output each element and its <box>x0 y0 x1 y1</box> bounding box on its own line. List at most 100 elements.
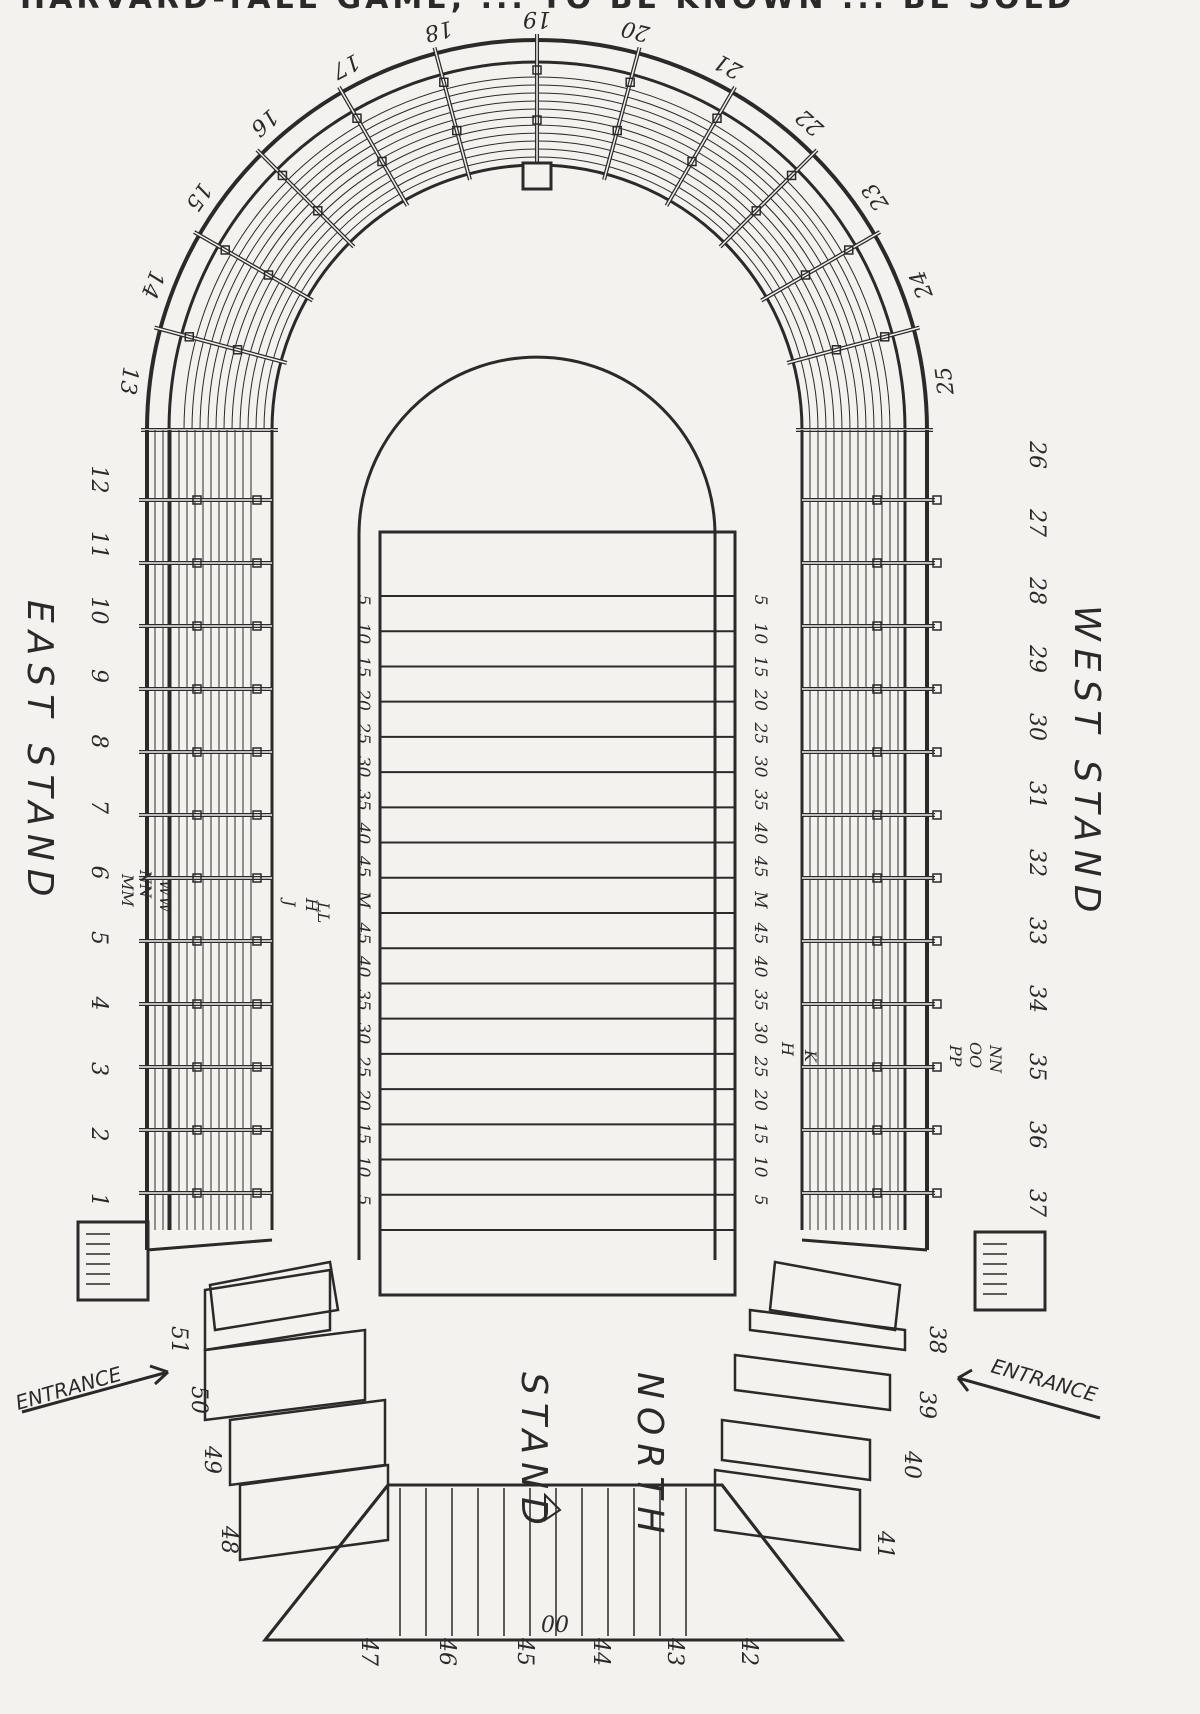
section-number: 49 <box>199 1445 224 1474</box>
row-letter: NN <box>986 1044 1005 1074</box>
yard-label: 15 <box>750 656 770 678</box>
section-number: 1 <box>86 1193 111 1207</box>
row-letter: LL <box>314 901 333 923</box>
section-number: 7 <box>86 800 111 814</box>
section-number: 8 <box>86 735 111 749</box>
section-number: 48 <box>216 1525 241 1554</box>
row-letter: WW <box>156 880 175 914</box>
yard-label: 25 <box>750 1055 770 1078</box>
west-stand-label: WEST STAND <box>1066 605 1107 920</box>
yard-label: 20 <box>353 1088 373 1111</box>
section-number: 50 <box>186 1386 211 1414</box>
section-number: 9 <box>86 669 111 683</box>
section-number: 27 <box>1024 508 1049 537</box>
yard-label: 30 <box>353 1023 373 1045</box>
section-number: 44 <box>588 1637 613 1666</box>
section-number: 37 <box>1024 1189 1049 1217</box>
yard-label: 15 <box>353 656 373 678</box>
yard-label: 40 <box>353 822 373 845</box>
yard-line-labels: 51015202530354045M4540353025201510551015… <box>353 595 770 1206</box>
yard-label: 5 <box>353 595 373 606</box>
north-stand-label: NORTH <box>629 1372 670 1541</box>
yard-label: 35 <box>353 789 373 811</box>
yard-label: 10 <box>353 1156 373 1178</box>
section-number: 5 <box>86 931 111 945</box>
yard-label: 5 <box>750 1195 770 1206</box>
section-number: 31 <box>1024 781 1049 809</box>
east-row-letters: WW NN MM LL H J <box>118 869 333 923</box>
yard-label: 35 <box>750 789 770 811</box>
header-fragment: HARVARD-YALE GAME, ... TO BE KNOWN ... B… <box>20 0 1076 16</box>
yard-label: 25 <box>353 722 373 745</box>
yard-label: 35 <box>750 989 770 1011</box>
section-number: 3 <box>86 1062 111 1076</box>
yard-label: 30 <box>750 1023 770 1045</box>
section-number: 2 <box>86 1127 111 1142</box>
yard-label: 45 <box>750 855 770 878</box>
section-number: 34 <box>1024 985 1049 1013</box>
yard-label: 15 <box>750 1123 770 1145</box>
section-number: 33 <box>1024 917 1049 945</box>
section-number: 25 <box>931 365 959 397</box>
yard-label: M <box>353 890 373 909</box>
yard-label: 25 <box>353 1055 373 1078</box>
yard-label: 15 <box>353 1123 373 1145</box>
section-number: 40 <box>899 1450 924 1479</box>
east-stand-label: EAST STAND <box>19 600 60 904</box>
yard-label: 10 <box>353 623 373 645</box>
section-number: 19 <box>523 6 551 31</box>
section-number: 29 <box>1024 644 1049 673</box>
yard-label: 20 <box>353 688 373 711</box>
yard-label: 35 <box>353 989 373 1011</box>
row-letter: K <box>801 1049 820 1063</box>
section-number: 46 <box>434 1637 459 1666</box>
yard-label: 45 <box>750 922 770 945</box>
yard-label: 10 <box>750 623 770 645</box>
section-number: 10 <box>86 597 111 625</box>
row-letter: NN <box>136 869 155 899</box>
center-marker: 00 <box>541 1613 569 1638</box>
yard-label: 10 <box>750 1156 770 1178</box>
row-letter: MM <box>118 873 137 907</box>
section-number: 28 <box>1024 576 1049 605</box>
yard-label: 5 <box>353 1195 373 1206</box>
section-number: 6 <box>86 866 111 880</box>
stand-structure <box>76 34 1047 1312</box>
yard-label: 40 <box>353 955 373 978</box>
entrance-right-arrow-icon <box>956 1368 1101 1420</box>
section-number: 38 <box>924 1326 949 1354</box>
section-number: 26 <box>1024 440 1049 469</box>
section-number: 41 <box>872 1530 897 1559</box>
yard-label: M <box>750 890 770 909</box>
north-stand-label-2: STAND <box>513 1372 554 1533</box>
west-row-letters: NN OO PP H K <box>778 1041 1005 1074</box>
section-number: 45 <box>512 1637 537 1666</box>
yard-label: 45 <box>353 922 373 945</box>
section-number: 47 <box>356 1637 381 1666</box>
entrance-left-arrow-icon <box>21 1364 170 1414</box>
section-number: 42 <box>736 1637 761 1666</box>
row-letter: H <box>778 1041 797 1057</box>
yard-label: 25 <box>750 722 770 745</box>
section-number: 51 <box>166 1326 191 1354</box>
yard-label: 45 <box>353 855 373 878</box>
yard-label: 20 <box>750 1088 770 1111</box>
section-number: 43 <box>662 1637 687 1666</box>
section-number: 30 <box>1024 713 1049 741</box>
yard-label: 20 <box>750 688 770 711</box>
yard-label: 5 <box>750 595 770 606</box>
section-number: 13 <box>114 365 142 396</box>
section-number: 12 <box>86 466 111 494</box>
section-number: 39 <box>914 1391 939 1419</box>
yard-label: 30 <box>353 756 373 778</box>
north-stand-block <box>203 1260 907 1642</box>
section-number: 35 <box>1024 1053 1049 1081</box>
row-letter: PP <box>946 1044 965 1067</box>
section-number: 11 <box>86 531 111 559</box>
section-number: 36 <box>1024 1121 1049 1149</box>
section-number: 32 <box>1024 849 1049 877</box>
yard-label: 30 <box>750 756 770 778</box>
row-letter: J <box>280 897 299 908</box>
row-letter: OO <box>966 1042 985 1068</box>
